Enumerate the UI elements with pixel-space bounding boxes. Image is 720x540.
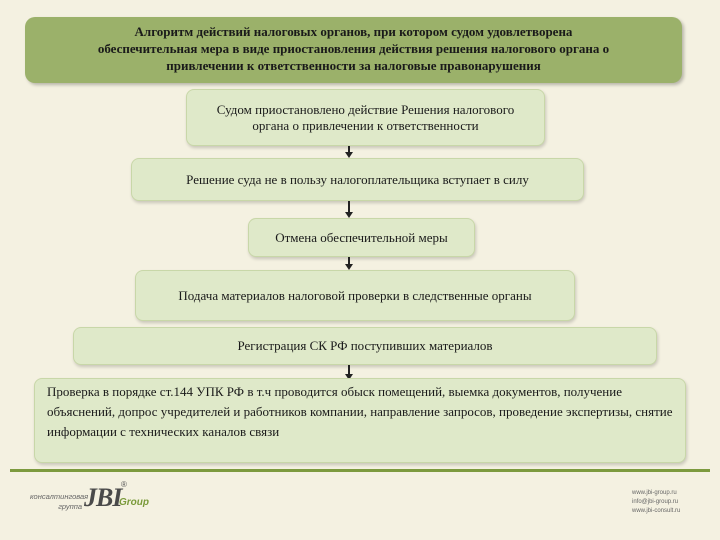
step-submit-materials: Подача материалов налоговой проверки в с… — [135, 270, 575, 321]
company-logo: консалтинговая группа JBI Group ® — [30, 480, 170, 520]
step-5-text: Регистрация СК РФ поступивших материалов — [237, 338, 493, 353]
step-3-text: Отмена обеспечительной меры — [275, 229, 448, 245]
title-line-3: привлечении к ответственности за налогов… — [166, 58, 541, 73]
title-line-1: Алгоритм действий налоговых органов, при… — [134, 24, 573, 39]
arrowhead-1-2 — [345, 152, 353, 158]
logo-caption-2: группа — [58, 502, 82, 511]
connector-2-3 — [348, 201, 350, 212]
logo-caption-1: консалтинговая — [30, 492, 89, 501]
arrowhead-5-6 — [345, 374, 353, 380]
logo-mark: JBI — [84, 483, 122, 512]
step-4-text: Подача материалов налоговой проверки в с… — [178, 287, 532, 303]
step-2-text: Решение суда не в пользу налогоплательщи… — [186, 171, 529, 187]
connector-3-4 — [348, 257, 350, 264]
step-6-text: Проверка в порядке ст.144 УПК РФ в т.ч п… — [47, 384, 673, 439]
logo-registered-icon: ® — [121, 480, 127, 489]
step-court-decision: Решение суда не в пользу налогоплательщи… — [131, 158, 584, 201]
step-1-text: Судом приостановлено действие Решения на… — [216, 101, 515, 133]
contact-line-3: www.jbi-consult.ru — [632, 508, 681, 514]
logo-group: Group — [119, 497, 149, 508]
step-court-suspension: Судом приостановлено действие Решения на… — [186, 89, 545, 146]
step-criminal-check: Проверка в порядке ст.144 УПК РФ в т.ч п… — [34, 378, 686, 463]
arrowhead-3-4 — [345, 264, 353, 270]
footer-divider — [10, 469, 710, 472]
step-cancel-measure: Отмена обеспечительной меры — [248, 218, 475, 257]
connector-1-2 — [348, 146, 350, 152]
footer-contacts: www.jbi-group.ru info@jbi-group.ru www.j… — [632, 489, 712, 516]
contact-line-2: info@jbi-group.ru — [632, 499, 679, 505]
arrowhead-2-3 — [345, 212, 353, 218]
contact-line-1: www.jbi-group.ru — [632, 490, 677, 496]
diagram-title: Алгоритм действий налоговых органов, при… — [25, 17, 682, 83]
title-line-2: обеспечительная мера в виде приостановле… — [97, 41, 610, 56]
connector-5-6 — [348, 365, 350, 375]
step-sk-registration: Регистрация СК РФ поступивших материалов — [73, 327, 657, 365]
